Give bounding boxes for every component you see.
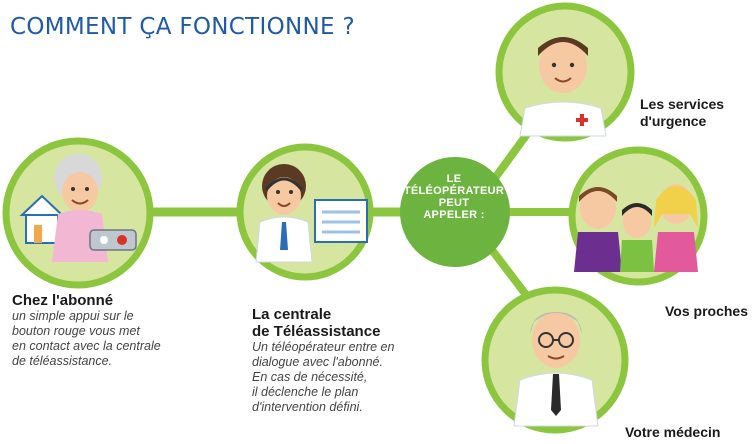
contact-doctor-label: Votre médecin	[625, 424, 721, 440]
hub-line-1: LE	[446, 173, 462, 185]
page-title: COMMENT ÇA FONCTIONNE ?	[10, 14, 355, 40]
connectors	[150, 127, 570, 303]
connector-hub-to-emergency	[491, 127, 534, 181]
contact-emergency-label: Les services d'urgence	[640, 96, 725, 129]
subscriber-illustration	[2, 137, 154, 289]
contact-family-label: Vos proches	[665, 303, 748, 319]
connector-hub-to-doctor	[488, 247, 534, 303]
step-subscriber-description: un simple appui sur le bouton rouge vous…	[12, 309, 161, 368]
hub-line-4: APPELER :	[423, 209, 485, 221]
hub-label: LE TÉLÉOPÉRATEUR PEUT APPELER :	[398, 173, 510, 221]
call-center-illustration	[236, 143, 374, 281]
alert-button-icon	[117, 235, 127, 245]
step-call-center-heading: La centrale de Téléassistance	[252, 306, 381, 340]
emergency-illustration	[495, 2, 635, 142]
step-subscriber: Chez l'abonné un simple appui sur le bou…	[12, 292, 232, 369]
family-illustration	[568, 146, 708, 286]
doctor-illustration	[481, 286, 629, 434]
step-call-center: La centrale de Téléassistance Un téléopé…	[252, 306, 472, 415]
step-call-center-description: Un téléopérateur entre en dialogue avec …	[252, 340, 395, 414]
headset-icon	[264, 177, 304, 191]
tie-icon	[551, 374, 561, 416]
hub-line-2: TÉLÉOPÉRATEUR	[403, 185, 505, 197]
hub-circle	[400, 157, 510, 267]
step-subscriber-heading: Chez l'abonné	[12, 292, 114, 309]
hub-line-3: PEUT	[438, 197, 470, 209]
